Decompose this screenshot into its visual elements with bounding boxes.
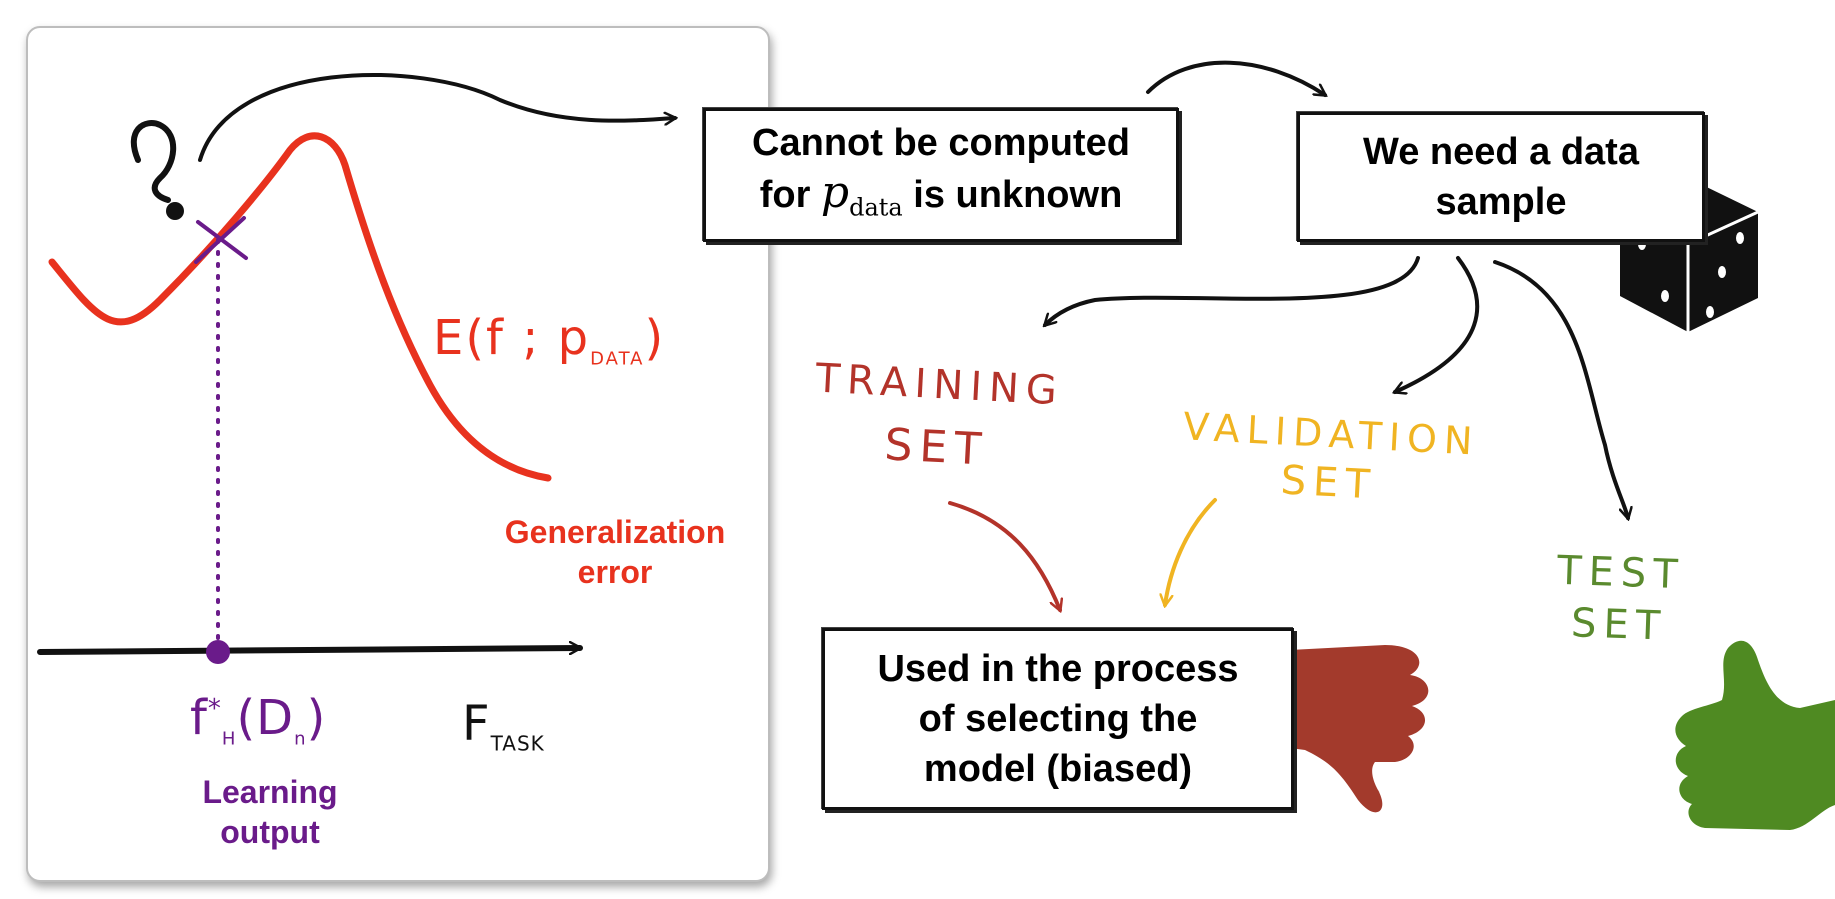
learning-output-arg: (D xyxy=(236,690,295,746)
curve-formula: E(f ; pDATA) xyxy=(433,310,665,370)
task-axis-label-sub: TASK xyxy=(490,731,545,756)
generalization-error-label: Generalization error xyxy=(470,512,760,592)
used-box-line3: model (biased) xyxy=(923,748,1193,790)
task-axis xyxy=(37,648,580,652)
learning-output-close: ) xyxy=(306,690,327,746)
learning-output-line1: Learning xyxy=(202,774,338,810)
question-mark-icon xyxy=(130,120,177,203)
unknown-box-var: p xyxy=(820,166,850,218)
learning-output-formula: f* H(Dn) xyxy=(190,690,326,750)
test-set-line2: SET xyxy=(1570,600,1668,650)
task-axis-label-main: F xyxy=(462,696,491,752)
learning-output-label: Learning output xyxy=(160,772,380,852)
used-box-line1: Used in the process xyxy=(877,648,1239,690)
biased-selection-box: Used in the process of selecting the mod… xyxy=(822,628,1294,810)
generalization-error-curve xyxy=(48,132,552,482)
arrow-sample-to-training xyxy=(1045,256,1420,325)
arrow-question-to-box xyxy=(198,73,675,162)
intersection-marker xyxy=(194,216,248,264)
curve-formula-main: E(f ; p xyxy=(433,310,591,366)
data-sample-box: We need a data sample xyxy=(1297,112,1705,242)
unknown-box-line2: for pdata is unknown xyxy=(752,166,1130,233)
arrow-unknown-to-sample xyxy=(1146,60,1325,95)
thumbs-down-icon xyxy=(1290,645,1429,813)
unknown-box-var-sub: data xyxy=(849,193,903,222)
arrow-training-to-used xyxy=(948,501,1060,610)
curve-formula-sub: DATA xyxy=(590,348,645,370)
learning-output-sup: * xyxy=(207,694,222,724)
task-axis-label: FTASK xyxy=(462,696,545,756)
sample-box-line1: We need a data xyxy=(1363,131,1639,173)
learning-output-point xyxy=(206,640,230,664)
validation-set-label: VALIDATION SET xyxy=(1173,404,1487,514)
test-set-line1: TEST xyxy=(1556,547,1686,599)
unknown-box-line2-pre: for xyxy=(759,173,821,216)
arrow-sample-to-validation xyxy=(1395,256,1480,392)
test-set-label: TEST SET xyxy=(1528,547,1711,651)
thumbs-up-icon xyxy=(1675,640,1835,830)
generalization-error-line1: Generalization xyxy=(504,514,726,550)
used-box-line2: of selecting the xyxy=(918,698,1198,740)
unknown-distribution-box: Cannot be computed for pdata is unknown xyxy=(703,108,1179,242)
sample-box-line2: sample xyxy=(1435,181,1567,223)
generalization-error-line2: error xyxy=(577,554,653,590)
left-panel xyxy=(26,26,770,882)
learning-output-arg-sub: n xyxy=(294,728,307,750)
learning-output-line2: output xyxy=(220,814,320,850)
unknown-box-line2-post: is unknown xyxy=(902,173,1123,216)
learning-output-sub: H xyxy=(221,728,237,750)
unknown-box-line1: Cannot be computed xyxy=(752,121,1130,164)
arrow-sample-to-test xyxy=(1493,260,1628,518)
curve-formula-close: ) xyxy=(644,310,666,366)
arrow-validation-to-used xyxy=(1165,498,1217,605)
question-mark-dot xyxy=(166,202,184,220)
learning-output-f: f xyxy=(190,690,208,746)
training-set-label: TRAINING SET xyxy=(805,355,1070,479)
